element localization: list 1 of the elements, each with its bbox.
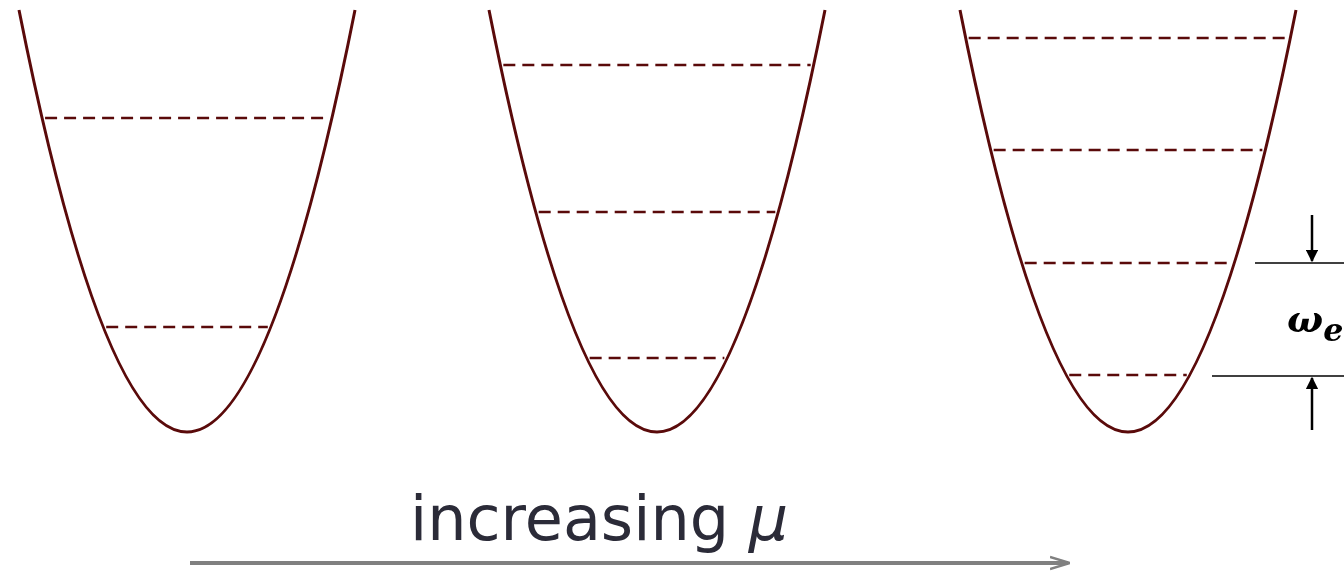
spacing-label: ω$_{e}$ [1287,300,1344,346]
